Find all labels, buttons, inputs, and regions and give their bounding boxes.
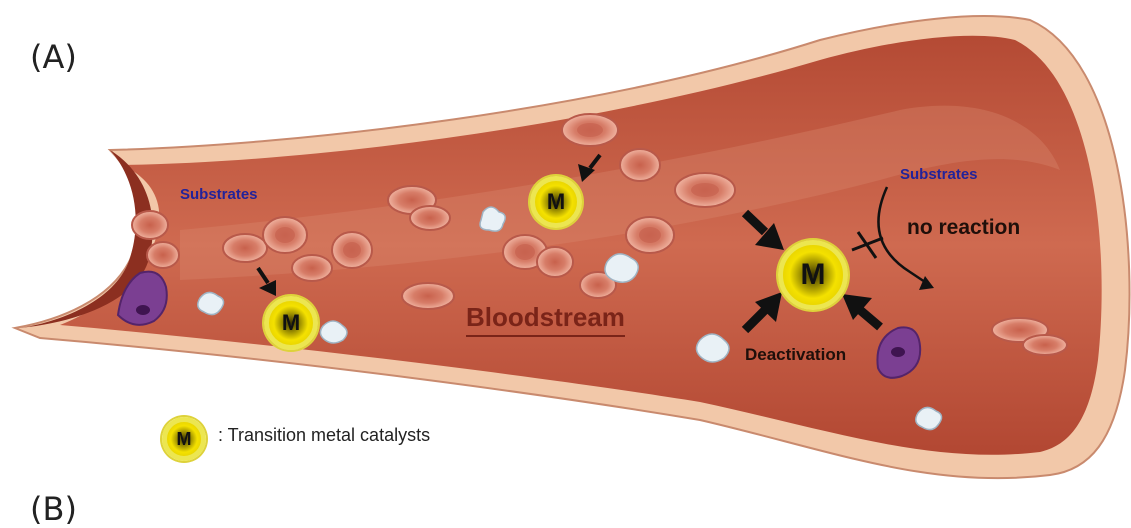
- substrates-label-left: Substrates: [180, 186, 258, 203]
- metal-catalyst-3: M: [778, 240, 848, 310]
- metal-catalyst-1: M: [264, 296, 318, 350]
- immune-cell-nucleus: [891, 347, 905, 357]
- red-blood-cell: [147, 242, 179, 268]
- deactivation-label: Deactivation: [745, 345, 846, 365]
- panel-label-a: (A): [30, 38, 77, 76]
- red-blood-cell: [402, 283, 454, 309]
- substrates-label-right: Substrates: [900, 166, 978, 183]
- immune-cell-nucleus: [136, 305, 150, 315]
- red-blood-cell: [620, 149, 660, 181]
- red-blood-cell: [223, 234, 267, 262]
- red-blood-cell: [132, 211, 168, 239]
- metal-catalyst-2: M: [530, 176, 582, 228]
- panel-label-b: (B): [30, 490, 77, 528]
- legend-text: : Transition metal catalysts: [218, 425, 430, 446]
- red-blood-cell: [537, 247, 573, 277]
- red-blood-cell: [292, 255, 332, 281]
- bloodstream-label: Bloodstream: [466, 302, 625, 337]
- no-reaction-label: no reaction: [907, 216, 1020, 240]
- legend-metal-icon: M: [162, 417, 206, 461]
- red-blood-cell: [1023, 335, 1067, 355]
- red-blood-cell: [410, 206, 450, 230]
